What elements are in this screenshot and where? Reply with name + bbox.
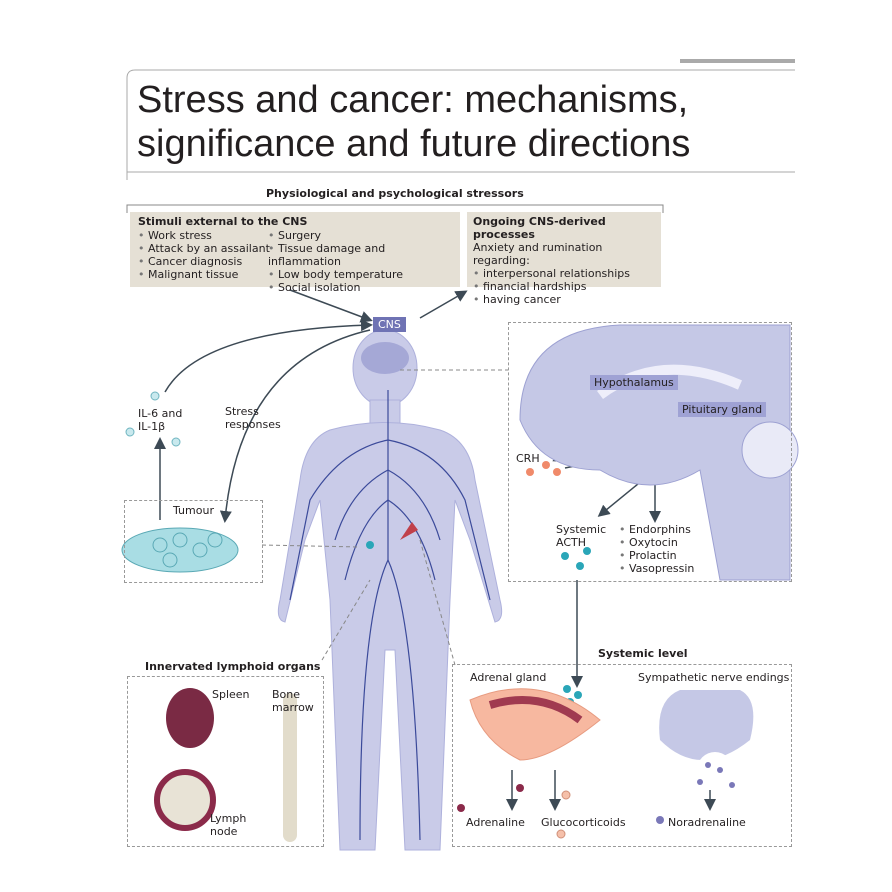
acth-line: ACTH	[556, 536, 587, 549]
list-item: Malignant tissue	[138, 268, 270, 281]
title-line: Stress and cancer: mechanisms,	[137, 79, 689, 121]
list-item: Social isolation	[268, 281, 460, 294]
hypothalamus-label: Hypothalamus	[590, 375, 678, 390]
adrenal-label: Adrenal gland	[470, 671, 547, 684]
ongoing-list: interpersonal relationshipsfinancial har…	[473, 267, 661, 306]
list-item: Low body temperature	[268, 268, 460, 281]
bm-line: Bone	[272, 688, 301, 701]
sympathetic-label: Sympathetic nerve endings	[638, 671, 790, 684]
list-item: Surgery	[268, 229, 460, 242]
external-heading: Stimuli external to the CNS	[138, 215, 308, 228]
bm-line: marrow	[272, 701, 314, 714]
list-item: financial hardships	[473, 280, 661, 293]
stress-line: responses	[225, 418, 281, 431]
noradrenaline-label: Noradrenaline	[668, 816, 746, 829]
adrenaline-label: Adrenaline	[466, 816, 525, 829]
il-cytokines	[125, 391, 181, 447]
ongoing-processes-box: Ongoing CNS-derived processes Anxiety an…	[467, 212, 661, 306]
list-item: Attack by an assailant	[138, 242, 270, 255]
lymphoid-box	[127, 676, 324, 847]
page-title: Stress and cancer: mechanisms,significan…	[137, 78, 690, 166]
ln-line: Lymph	[210, 812, 247, 825]
list-item: Cancer diagnosis	[138, 255, 270, 268]
list-item: Tissue damage and inflammation	[268, 242, 460, 268]
crh-molecules	[526, 461, 561, 476]
nerve-ending	[659, 690, 754, 760]
adrenal-gland	[469, 688, 601, 761]
spleen-label: Spleen	[212, 688, 250, 701]
list-item: Oxytocin	[619, 536, 694, 549]
list-item: Vasopressin	[619, 562, 694, 575]
stress-line: Stress	[225, 405, 259, 418]
list-item: interpersonal relationships	[473, 267, 661, 280]
title-frame	[126, 69, 795, 180]
pituitary-label: Pituitary gland	[678, 402, 767, 417]
list-item: Endorphins	[619, 523, 694, 536]
external-list-1: Work stressAttack by an assailantCancer …	[138, 229, 270, 281]
external-list-2: SurgeryTissue damage and inflammationLow…	[268, 229, 460, 294]
stressors-heading: Physiological and psychological stressor…	[266, 187, 524, 200]
ongoing-heading: Ongoing CNS-derived processes	[473, 215, 606, 241]
il-line: IL-1β	[138, 420, 166, 433]
brain-box	[508, 322, 792, 582]
il-line: IL-6 and	[138, 407, 183, 420]
ongoing-intro: Anxiety and rumination regarding:	[473, 241, 603, 267]
tumour-box: Tumour	[124, 500, 263, 583]
list-item: Work stress	[138, 229, 270, 242]
crh-label: CRH	[516, 452, 540, 465]
hormone-list: EndorphinsOxytocinProlactinVasopressin	[619, 523, 694, 575]
external-stimuli-box: Stimuli external to the CNS Work stressA…	[130, 212, 460, 294]
systemic-heading: Systemic level	[598, 647, 688, 660]
tumour-cells	[121, 527, 239, 573]
systemic-box	[452, 664, 792, 847]
brain-sagittal	[519, 324, 791, 581]
glucocorticoids-label: Glucocorticoids	[541, 816, 626, 829]
list-item: Prolactin	[619, 549, 694, 562]
acth-line: Systemic	[556, 523, 607, 536]
tumour-label: Tumour	[173, 504, 214, 517]
lymphoid-heading: Innervated lymphoid organs	[145, 660, 321, 673]
list-item: having cancer	[473, 293, 661, 306]
title-line: significance and future directions	[137, 123, 691, 165]
ln-line: node	[210, 825, 238, 838]
cns-label: CNS	[373, 317, 406, 332]
